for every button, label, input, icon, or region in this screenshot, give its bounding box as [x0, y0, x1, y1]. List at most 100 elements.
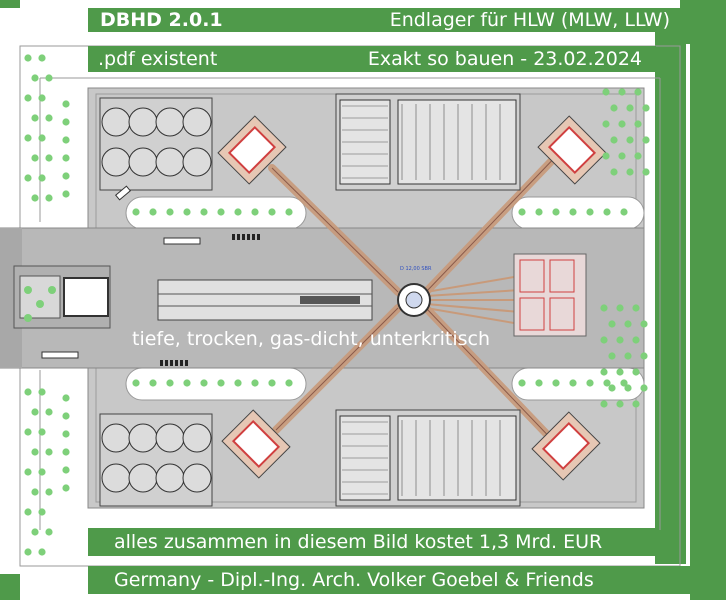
- tree-dot-icon: [31, 448, 39, 456]
- tree-dot-icon: [268, 208, 276, 216]
- tree-dot-icon: [552, 379, 560, 387]
- tree-dot-icon: [24, 314, 32, 322]
- parking-stall: [242, 234, 245, 240]
- tree-dot-icon: [608, 384, 616, 392]
- tree-dot-icon: [24, 548, 32, 556]
- tree-dot-icon: [45, 154, 53, 162]
- tree-dot-icon: [45, 408, 53, 416]
- tree-dot-icon: [600, 336, 608, 344]
- tree-dot-icon: [62, 448, 70, 456]
- tree-dot-icon: [600, 368, 608, 376]
- storage-hall-top: [335, 93, 521, 191]
- tree-dot-icon: [62, 100, 70, 108]
- tree-dot-icon: [38, 134, 46, 142]
- tree-dot-icon: [640, 352, 648, 360]
- tree-dot-icon: [45, 448, 53, 456]
- tree-dot-icon: [31, 74, 39, 82]
- tree-dot-icon: [626, 168, 634, 176]
- tree-dot-icon: [149, 379, 157, 387]
- tree-dot-icon: [62, 154, 70, 162]
- tree-dot-icon: [38, 508, 46, 516]
- tree-dot-icon: [600, 400, 608, 408]
- tree-dot-icon: [642, 136, 650, 144]
- tree-dot-icon: [183, 379, 191, 387]
- tree-dot-icon: [166, 208, 174, 216]
- circular-tank-icon: [128, 463, 158, 493]
- tree-dot-icon: [632, 400, 640, 408]
- tree-dot-icon: [45, 114, 53, 122]
- tree-dot-icon: [624, 384, 632, 392]
- tree-dot-icon: [62, 484, 70, 492]
- tree-dot-icon: [518, 379, 526, 387]
- tree-dot-icon: [24, 468, 32, 476]
- crane-station-top-left: [217, 115, 287, 185]
- entrance-gate-track: [63, 277, 109, 317]
- circular-tank-icon: [182, 423, 212, 453]
- green-frame-top-strip: [0, 0, 20, 8]
- tree-dot-icon: [200, 208, 208, 216]
- circular-tank-icon: [101, 463, 131, 493]
- green-frame-left-strip: [0, 574, 20, 600]
- circular-tank-icon: [101, 107, 131, 137]
- storage-hatching: [342, 104, 501, 496]
- tree-dot-icon: [24, 508, 32, 516]
- tree-dot-icon: [624, 320, 632, 328]
- circular-tank-icon: [182, 463, 212, 493]
- tree-dot-icon: [62, 430, 70, 438]
- tree-dot-icon: [569, 208, 577, 216]
- tree-dot-icon: [618, 120, 626, 128]
- green-frame-top-right: [655, 20, 726, 44]
- parking-stall: [160, 360, 163, 366]
- parking-stalls: [160, 234, 260, 366]
- tree-dot-icon: [45, 528, 53, 536]
- tree-dot-icon: [24, 286, 32, 294]
- tank-groups: [99, 97, 213, 507]
- tree-dot-icon: [603, 379, 611, 387]
- circular-tank-icon: [155, 147, 185, 177]
- tree-dot-icon: [62, 190, 70, 198]
- tree-dot-icon: [217, 379, 225, 387]
- crane-station-bottom-left: [221, 409, 291, 479]
- parking-stall: [247, 234, 250, 240]
- tree-dot-icon: [642, 168, 650, 176]
- tree-dot-icon: [535, 379, 543, 387]
- tree-dot-icon: [251, 379, 259, 387]
- tree-dot-icon: [31, 528, 39, 536]
- crane-station-top-right: [537, 115, 607, 185]
- tree-dot-icon: [618, 88, 626, 96]
- tree-dot-icon: [31, 488, 39, 496]
- tree-dot-icon: [24, 388, 32, 396]
- parking-stall: [175, 360, 178, 366]
- tree-dot-icon: [24, 428, 32, 436]
- tree-dot-icon: [610, 104, 618, 112]
- tree-dot-icon: [626, 104, 634, 112]
- tree-dot-icon: [45, 74, 53, 82]
- tree-dot-icon: [24, 174, 32, 182]
- tree-dot-icon: [608, 352, 616, 360]
- right-tunnels: [425, 275, 521, 325]
- parking-stall: [237, 234, 240, 240]
- tree-dot-icon: [603, 208, 611, 216]
- parking-stall: [180, 360, 183, 366]
- tree-dot-icon: [616, 400, 624, 408]
- parking-stall: [185, 360, 188, 366]
- tree-dot-icon: [618, 152, 626, 160]
- right-storage-racks: [519, 259, 575, 331]
- tree-dot-icon: [38, 388, 46, 396]
- tree-dot-icon: [24, 94, 32, 102]
- tree-dot-icon: [634, 120, 642, 128]
- tree-dot-icon: [149, 208, 157, 216]
- tree-dot-icon: [602, 152, 610, 160]
- truck-icon: [115, 185, 131, 201]
- tree-dot-icon: [569, 379, 577, 387]
- parking-stall: [232, 234, 235, 240]
- tree-rows: [24, 54, 650, 556]
- tree-dot-icon: [38, 54, 46, 62]
- tree-dot-icon: [610, 136, 618, 144]
- tree-dot-icon: [200, 379, 208, 387]
- tree-dot-icon: [610, 168, 618, 176]
- tree-dot-icon: [31, 114, 39, 122]
- parking-stall: [170, 360, 173, 366]
- tree-dot-icon: [62, 412, 70, 420]
